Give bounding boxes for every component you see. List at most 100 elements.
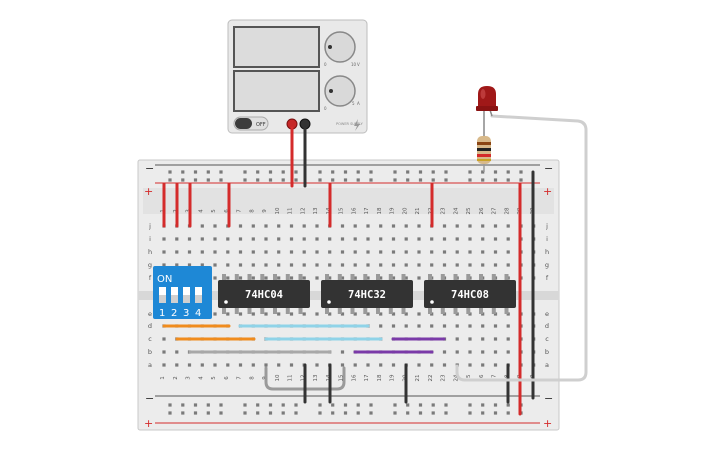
terminal-hole[interactable] xyxy=(175,263,179,267)
bottom-negative-rail-hole[interactable] xyxy=(256,403,260,407)
terminal-hole[interactable] xyxy=(251,224,255,228)
top-positive-rail-hole[interactable] xyxy=(294,178,298,182)
top-negative-rail-hole[interactable] xyxy=(343,170,348,174)
terminal-hole[interactable] xyxy=(366,276,370,280)
led[interactable] xyxy=(476,86,498,140)
terminal-hole[interactable] xyxy=(187,250,192,254)
terminal-hole[interactable] xyxy=(289,312,294,316)
terminal-hole[interactable] xyxy=(315,224,319,228)
terminal-hole[interactable] xyxy=(455,350,459,354)
terminal-hole[interactable] xyxy=(353,263,357,267)
terminal-hole[interactable] xyxy=(481,363,485,367)
terminal-hole[interactable] xyxy=(493,263,498,267)
top-negative-rail-hole[interactable] xyxy=(243,170,247,174)
terminal-hole[interactable] xyxy=(404,237,408,241)
terminal-hole[interactable] xyxy=(366,237,370,241)
terminal-hole[interactable] xyxy=(340,276,345,280)
power-supply[interactable]: 0 10 V 0 5 A OFF POWER SUPPLY xyxy=(227,19,368,134)
terminal-hole[interactable] xyxy=(226,250,230,254)
bottom-positive-rail-hole[interactable] xyxy=(406,411,410,415)
terminal-hole[interactable] xyxy=(468,263,472,267)
terminal-hole[interactable] xyxy=(506,263,510,267)
terminal-hole[interactable] xyxy=(417,250,421,254)
bottom-positive-rail-hole[interactable] xyxy=(318,411,322,415)
bottom-positive-rail-hole[interactable] xyxy=(493,411,498,415)
terminal-hole[interactable] xyxy=(277,224,281,228)
bottom-negative-rail-hole[interactable] xyxy=(281,403,285,407)
terminal-hole[interactable] xyxy=(251,250,255,254)
power-toggle[interactable]: OFF xyxy=(233,116,269,131)
terminal-hole[interactable] xyxy=(353,312,357,316)
top-negative-rail-hole[interactable] xyxy=(493,170,498,174)
terminal-hole[interactable] xyxy=(251,263,255,267)
terminal-hole[interactable] xyxy=(430,250,434,254)
wire-white-led[interactable] xyxy=(455,114,588,382)
bottom-negative-rail-hole[interactable] xyxy=(356,403,360,407)
terminal-hole[interactable] xyxy=(264,363,268,367)
top-positive-rail-hole[interactable] xyxy=(219,178,223,182)
top-positive-rail-hole[interactable] xyxy=(193,178,198,182)
terminal-hole[interactable] xyxy=(264,276,268,280)
terminal-hole[interactable] xyxy=(277,250,281,254)
resistor[interactable] xyxy=(477,132,491,172)
top-positive-rail-hole[interactable] xyxy=(406,178,410,182)
top-positive-rail-hole[interactable] xyxy=(181,178,185,182)
terminal-hole[interactable] xyxy=(213,276,217,280)
top-positive-rail-hole[interactable] xyxy=(343,178,348,182)
top-negative-rail-hole[interactable] xyxy=(444,170,448,174)
bottom-negative-rail-hole[interactable] xyxy=(343,403,348,407)
top-positive-rail-hole[interactable] xyxy=(331,178,335,182)
terminal-hole[interactable] xyxy=(213,263,217,267)
terminal-hole[interactable] xyxy=(289,237,294,241)
top-negative-rail-hole[interactable] xyxy=(369,170,373,174)
terminal-hole[interactable] xyxy=(226,237,230,241)
terminal-hole[interactable] xyxy=(264,250,268,254)
bottom-positive-rail-hole[interactable] xyxy=(468,411,472,415)
terminal-hole[interactable] xyxy=(493,237,498,241)
terminal-hole[interactable] xyxy=(162,350,166,354)
bottom-positive-rail-hole[interactable] xyxy=(168,411,172,415)
terminal-hole[interactable] xyxy=(162,237,166,241)
terminal-hole[interactable] xyxy=(328,276,332,280)
bottom-positive-rail-hole[interactable] xyxy=(181,411,185,415)
terminal-hole[interactable] xyxy=(213,312,217,316)
terminal-hole[interactable] xyxy=(175,363,179,367)
bottom-negative-rail-hole[interactable] xyxy=(369,403,373,407)
top-negative-rail-hole[interactable] xyxy=(506,170,510,174)
terminal-hole[interactable] xyxy=(455,324,459,328)
terminal-hole[interactable] xyxy=(302,276,306,280)
terminal-hole[interactable] xyxy=(468,324,472,328)
terminal-hole[interactable] xyxy=(481,350,485,354)
terminal-hole[interactable] xyxy=(187,363,192,367)
terminal-hole[interactable] xyxy=(340,263,345,267)
dip-switch[interactable]: ON 1 2 3 4 xyxy=(153,266,212,319)
terminal-hole[interactable] xyxy=(417,363,421,367)
terminal-hole[interactable] xyxy=(251,237,255,241)
terminal-hole[interactable] xyxy=(213,237,217,241)
terminal-hole[interactable] xyxy=(353,224,357,228)
top-negative-rail-hole[interactable] xyxy=(393,170,397,174)
top-positive-rail-hole[interactable] xyxy=(256,178,260,182)
bottom-negative-rail-hole[interactable] xyxy=(406,403,410,407)
terminal-hole[interactable] xyxy=(340,350,345,354)
terminal-hole[interactable] xyxy=(175,237,179,241)
terminal-hole[interactable] xyxy=(302,250,306,254)
bottom-negative-rail-hole[interactable] xyxy=(181,403,185,407)
terminal-hole[interactable] xyxy=(264,237,268,241)
terminal-hole[interactable] xyxy=(430,263,434,267)
top-negative-rail-hole[interactable] xyxy=(331,170,335,174)
terminal-hole[interactable] xyxy=(366,224,370,228)
terminal-hole[interactable] xyxy=(391,324,396,328)
current-knob[interactable] xyxy=(324,75,356,107)
bottom-negative-rail-hole[interactable] xyxy=(418,403,423,407)
top-negative-rail-hole[interactable] xyxy=(219,170,223,174)
terminal-hole[interactable] xyxy=(417,237,421,241)
top-positive-rail-hole[interactable] xyxy=(506,178,510,182)
terminal-hole[interactable] xyxy=(340,224,345,228)
top-negative-rail-hole[interactable] xyxy=(418,170,423,174)
chip-74hc04[interactable]: 74HC04 xyxy=(218,280,310,308)
terminal-hole[interactable] xyxy=(391,263,396,267)
top-negative-rail-hole[interactable] xyxy=(281,170,285,174)
top-positive-rail-hole[interactable] xyxy=(481,178,485,182)
top-positive-rail-hole[interactable] xyxy=(444,178,448,182)
